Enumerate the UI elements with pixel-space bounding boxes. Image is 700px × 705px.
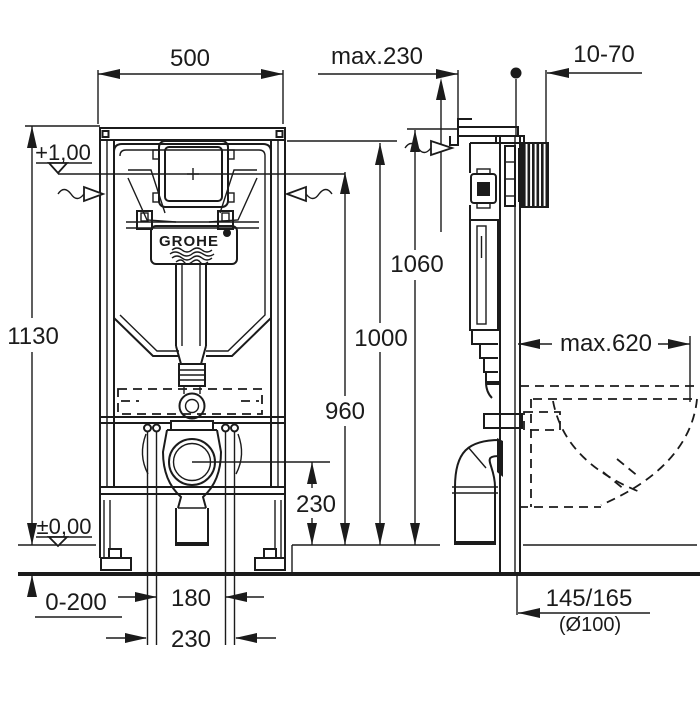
dim-height-1060: 1060 <box>390 128 457 545</box>
dim-frame-width-label: 500 <box>170 45 210 72</box>
level-zero-label: ±0,00 <box>37 514 92 539</box>
dim-wall-clearance-label: 10-70 <box>573 41 634 68</box>
dim-max-side: max.620 <box>518 330 691 402</box>
dim-max-side-label: max.620 <box>560 330 652 357</box>
dim-max-depth-label: max.230 <box>331 43 423 70</box>
dim-bolt-spacing-label: 180 <box>171 585 211 612</box>
dim-outlet-height-label: 230 <box>296 491 336 518</box>
level-triangle-icon <box>46 162 70 175</box>
dim-floor-buildup-label: 0-200 <box>45 589 106 616</box>
fixing-nut-icon <box>477 182 490 196</box>
dim-height-960: 960 <box>325 172 365 545</box>
dim-outlet-height: 230 <box>192 461 336 545</box>
break-arrow-icon <box>284 185 307 203</box>
dim-frame-height-label: 1130 <box>7 323 59 350</box>
dim-frame-width: 500 <box>97 45 284 124</box>
dim-frame-height: 1130 <box>7 125 100 545</box>
level-zero-marker: ±0,00 <box>36 514 92 548</box>
wall-anchor-hatched <box>521 142 549 208</box>
side-view <box>436 78 549 574</box>
dim-bolt-spacing: 180 <box>118 585 264 612</box>
dim-wall-clearance: 10-70 <box>510 41 642 142</box>
break-arrow-icon <box>430 139 455 157</box>
mounting-bracket-dashed <box>117 388 263 415</box>
level-triangle-icon <box>46 536 70 548</box>
dim-height-1000: 1000 <box>287 140 408 545</box>
dim-outlet-spacing: 230 <box>106 626 276 653</box>
dim-max-depth: max.230 <box>318 43 459 140</box>
level-top-marker: +1,00 <box>35 140 345 175</box>
front-view-cistern <box>113 143 272 357</box>
dim-outlet-spacing-label: 230 <box>171 626 211 653</box>
flush-pipe <box>175 264 207 420</box>
dim-pipe-diameter-label: (Ø100) <box>559 614 621 636</box>
break-arrows <box>57 139 455 203</box>
toilet-outline-dashed <box>519 385 698 508</box>
front-view-frame <box>99 127 286 571</box>
wave-icon <box>171 247 213 253</box>
dim-height-1000-label: 1000 <box>354 325 407 352</box>
fixing-rods <box>143 423 239 645</box>
dim-outlet-depth: 145/165 (Ø100) <box>516 573 650 636</box>
grohe-logo-text: GROHE <box>159 233 219 250</box>
dim-height-1060-label: 1060 <box>390 251 443 278</box>
dim-floor-buildup: 0-200 <box>27 575 122 618</box>
registered-mark-icon <box>223 229 231 237</box>
break-arrow-icon <box>83 185 106 203</box>
level-top-label: +1,00 <box>35 140 91 165</box>
dim-outlet-depth-label: 145/165 <box>546 585 633 612</box>
grohe-logo: GROHE <box>150 225 238 265</box>
outlet-bend <box>141 420 243 546</box>
dim-height-960-label: 960 <box>325 398 365 425</box>
